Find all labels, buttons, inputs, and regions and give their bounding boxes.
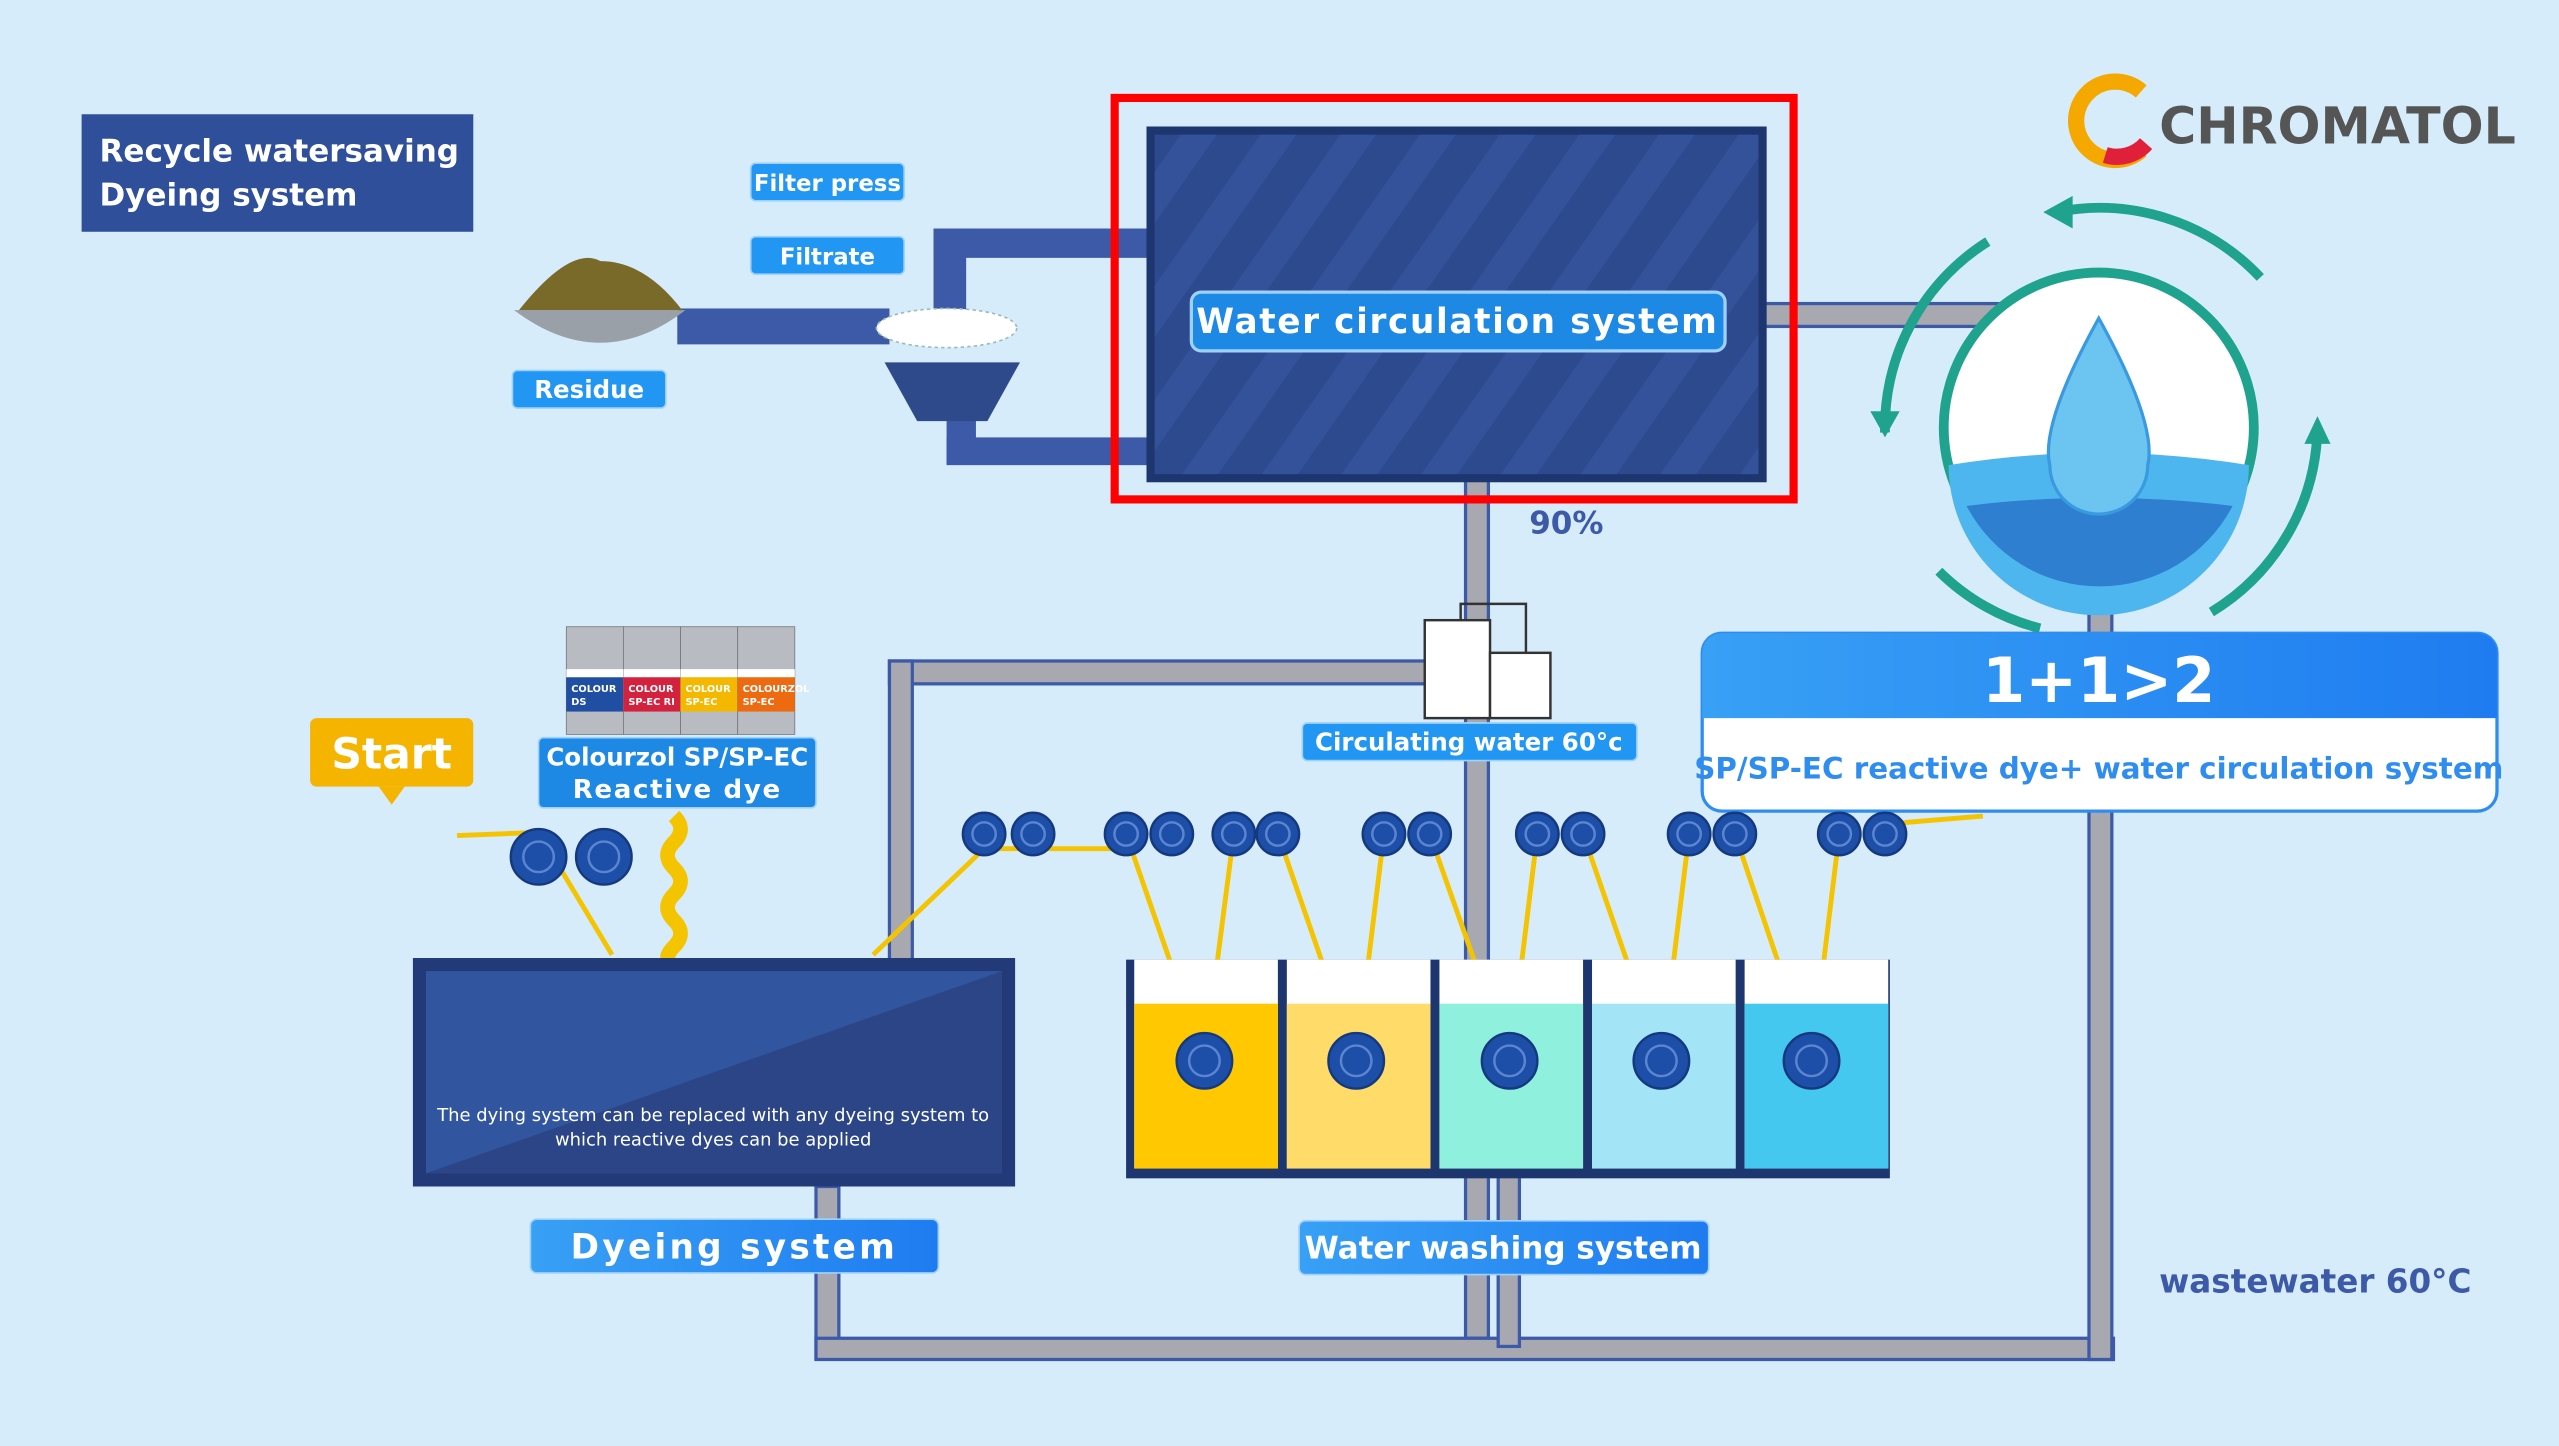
dye-can-name: DS [571,697,586,708]
roller-icon [574,827,633,886]
dye-can-brand: COLOUR [571,684,617,695]
wastewater-label: wastewater 60°C [2159,1263,2471,1301]
svg-text:Start: Start [331,731,452,780]
roller-icon [1480,1031,1539,1090]
roller-icon [1103,811,1149,857]
title-line2: Dyeing system [100,178,358,214]
dye-can-name: SP-EC [685,697,717,708]
logo-text: CHROMATOL [2159,97,2516,156]
title-box: Recycle watersaving Dyeing system [81,114,474,232]
filtrate-label: Filtrate [749,235,905,276]
water-circulation-system: Water circulation system [1146,126,1767,483]
dye-can: COLOUR SP-EC RI [623,626,681,735]
roller-icon [1666,811,1712,857]
funnel-icon [884,362,1021,422]
dye-can: COLOUR SP-EC [680,626,739,735]
wash-tank [1439,959,1584,1169]
roller-icon [1010,811,1056,857]
svg-text:Residue: Residue [534,375,644,404]
dye-can-brand: COLOUR [685,684,731,695]
filter-mesh-icon [875,307,1018,349]
dyeing-note-line2: which reactive dyes can be applied [555,1130,871,1151]
roller-icon [1149,811,1195,857]
roller-icon [1816,811,1862,857]
roller-icon [1560,811,1606,857]
recycle-percent: 90% [1529,506,1603,542]
title-line1: Recycle watersaving [100,134,459,170]
roller-icon [1175,1031,1234,1090]
svg-text:Reactive dye: Reactive dye [573,775,782,805]
roller-icon [1712,811,1758,857]
reactive-dye-label: Colourzol SP/SP-EC Reactive dye [537,736,817,809]
dyeing-system-label: Dyeing system [529,1218,940,1274]
dyeing-note-line1: The dying system can be replaced with an… [436,1105,989,1126]
water-circulation-label: Water circulation system [1196,302,1718,342]
dyeing-machine: The dying system can be replaced with an… [412,958,1016,1187]
water-cycle-icon [1870,195,2331,634]
roller-icon [1361,811,1407,857]
synergy-headline: 1+1>2 [1982,644,2215,717]
roller-icon [509,827,568,886]
svg-text:Circulating water 60°c: Circulating water 60°c [1315,728,1623,757]
roller-icon [1407,811,1453,857]
water-heater-icon [1423,602,1552,720]
residue-label: Residue [511,369,667,409]
dye-can-name: SP-EC [743,697,775,708]
roller-icon [1782,1031,1841,1090]
roller-icon [961,811,1007,857]
filter-press-unit [677,228,1151,466]
svg-text:Filtrate: Filtrate [780,244,875,270]
rollers [509,811,1908,1090]
roller-icon [1327,1031,1386,1090]
svg-text:Water washing system: Water washing system [1305,1230,1702,1266]
roller-icon [1514,811,1560,857]
roller-icon [1211,811,1257,857]
dye-can-brand: COLOURZOL [743,684,810,695]
highlight-box [1110,93,1798,504]
roller-icon [1632,1031,1691,1090]
svg-text:Colourzol SP/SP-EC: Colourzol SP/SP-EC [546,742,808,771]
roller-icon [1862,811,1908,857]
start-bubble: Start [310,718,474,805]
dye-can-brand: COLOUR [628,684,674,695]
chromatol-logo: CHROMATOL [2068,73,2516,169]
dye-can: COLOURZOL SP-EC [737,626,810,735]
roller-icon [1255,811,1301,857]
filter-press-label: Filter press [749,162,905,202]
svg-text:Filter press: Filter press [754,171,901,197]
residue-bowl-icon [514,257,686,343]
svg-text:Dyeing system: Dyeing system [571,1227,899,1267]
washing-system-label: Water washing system [1298,1219,1710,1276]
synergy-box: 1+1>2 SP/SP-EC reactive dye+ water circu… [1694,631,2503,813]
synergy-subtitle: SP/SP-EC reactive dye+ water circulation… [1694,751,2503,785]
dye-can-name: SP-EC RI [628,697,675,708]
dye-can: COLOUR DS [565,626,624,735]
circulating-water-label: Circulating water 60°c [1301,722,1638,762]
